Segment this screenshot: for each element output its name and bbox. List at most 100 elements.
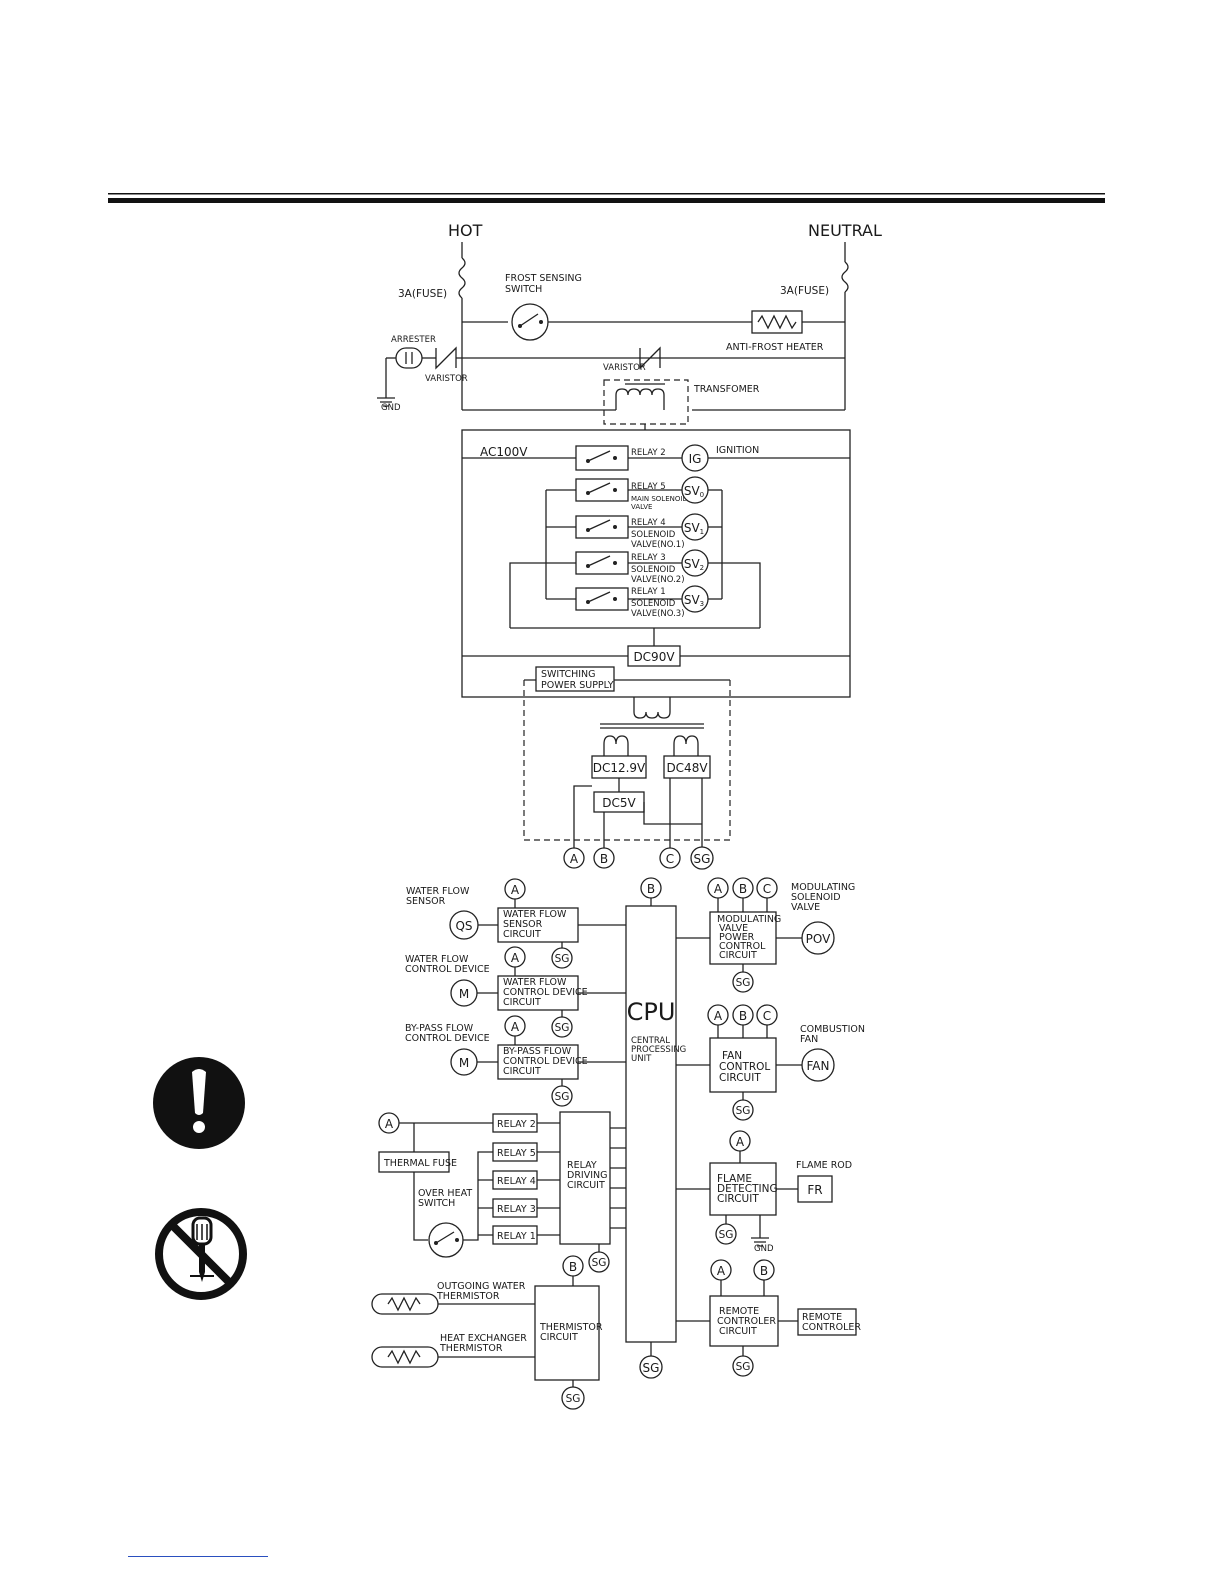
rd-relay1-label: RELAY 1 xyxy=(497,1231,536,1242)
cpu-box xyxy=(625,905,677,1343)
mv-node-a: A xyxy=(714,882,723,896)
pov-icon xyxy=(801,921,835,955)
transformer-box xyxy=(603,379,689,425)
hx-thermistor-icon xyxy=(371,1346,439,1368)
rc-circuit-box xyxy=(709,1295,779,1347)
varistor-left-icon xyxy=(435,346,457,370)
footer-link-line xyxy=(128,1556,268,1557)
sv2-symbol: SV2 xyxy=(684,557,704,572)
wfc-node-sg: SG xyxy=(555,1022,570,1034)
fan-circuit-box xyxy=(709,1037,777,1093)
ignition-label: IGNITION xyxy=(716,445,759,456)
relay-driving-box xyxy=(559,1111,611,1245)
node-sg-out-label: SG xyxy=(694,852,711,866)
cpu-node-sg: SG xyxy=(643,1361,660,1375)
qs-symbol: QS xyxy=(455,919,472,933)
switching-transformer-icon xyxy=(633,697,671,719)
gnd-icon xyxy=(377,397,395,407)
fr-symbol: FR xyxy=(807,1183,822,1197)
wfs-node-sg: SG xyxy=(555,953,570,965)
fan-symbol: FAN xyxy=(807,1059,830,1073)
hot-label: HOT xyxy=(448,221,483,240)
rd-node-a: A xyxy=(385,1117,394,1131)
wfc-node-a: A xyxy=(511,951,520,965)
wfc-motor-symbol: M xyxy=(459,987,469,1001)
varistor-mid-label: VARISTOR xyxy=(603,363,646,373)
ac100v-label: AC100V xyxy=(480,445,528,459)
bp-node-sg: SG xyxy=(555,1091,570,1103)
node-b-out-label: B xyxy=(600,852,608,866)
supply-section: HOT NEUTRAL 3A(FUSE) 3A(FUSE) FROST SENS… xyxy=(377,221,882,430)
relay2-label: RELAY 2 xyxy=(631,448,666,458)
rd-relay2-label: RELAY 2 xyxy=(497,1119,536,1130)
header-rule xyxy=(108,193,1105,203)
fan-node-a: A xyxy=(714,1009,723,1023)
arrester-icon xyxy=(395,347,423,369)
remote-controller-box xyxy=(797,1308,857,1336)
th-node-sg: SG xyxy=(566,1393,581,1405)
relay5-box xyxy=(575,478,629,502)
gnd-label: GND xyxy=(381,403,401,413)
mv-node-b: B xyxy=(739,882,747,896)
fr-box xyxy=(797,1175,833,1203)
flame-gnd-icon xyxy=(751,1237,769,1247)
outgoing-thermistor-icon xyxy=(371,1293,439,1315)
relay2-box xyxy=(575,445,629,471)
fuse-right-label: 3A(FUSE) xyxy=(780,285,829,297)
cpu-title: CPU xyxy=(627,998,676,1026)
rd-relay3-label: RELAY 3 xyxy=(497,1204,536,1215)
fuse-left-icon xyxy=(458,257,466,299)
fan-node-c: C xyxy=(763,1009,771,1023)
sv3-symbol: SV3 xyxy=(684,593,704,608)
no-disassembly-icon xyxy=(155,1208,247,1300)
transformer-label: TRANSFOMER xyxy=(693,384,760,395)
fan-node-b: B xyxy=(739,1009,747,1023)
th-node-b: B xyxy=(569,1260,577,1274)
thermal-fuse-label: THERMAL FUSE xyxy=(383,1158,457,1169)
relay3-box xyxy=(575,551,629,575)
heater-label: ANTI-FROST HEATER xyxy=(726,342,824,353)
flame-gnd-label: GND xyxy=(754,1244,774,1254)
relay1-box xyxy=(575,587,629,611)
switching-power-box xyxy=(535,666,615,692)
rd-node-sg: SG xyxy=(592,1257,607,1269)
bp-node-a: A xyxy=(511,1020,520,1034)
rc-node-a: A xyxy=(717,1264,726,1278)
node-sg-out xyxy=(690,846,714,870)
flame-node-a: A xyxy=(736,1135,745,1149)
sv1-symbol: SV1 xyxy=(684,521,704,536)
dc5v-label: DC5V xyxy=(602,796,636,810)
wfc-circuit-box xyxy=(497,975,579,1011)
power-supply: DC12.9V DC48V DC5V A B C SG xyxy=(523,679,731,870)
relay4-box xyxy=(575,515,629,539)
bp-circuit-box xyxy=(497,1044,579,1080)
dc48v-box xyxy=(663,755,711,779)
transformer-icon xyxy=(615,388,665,410)
